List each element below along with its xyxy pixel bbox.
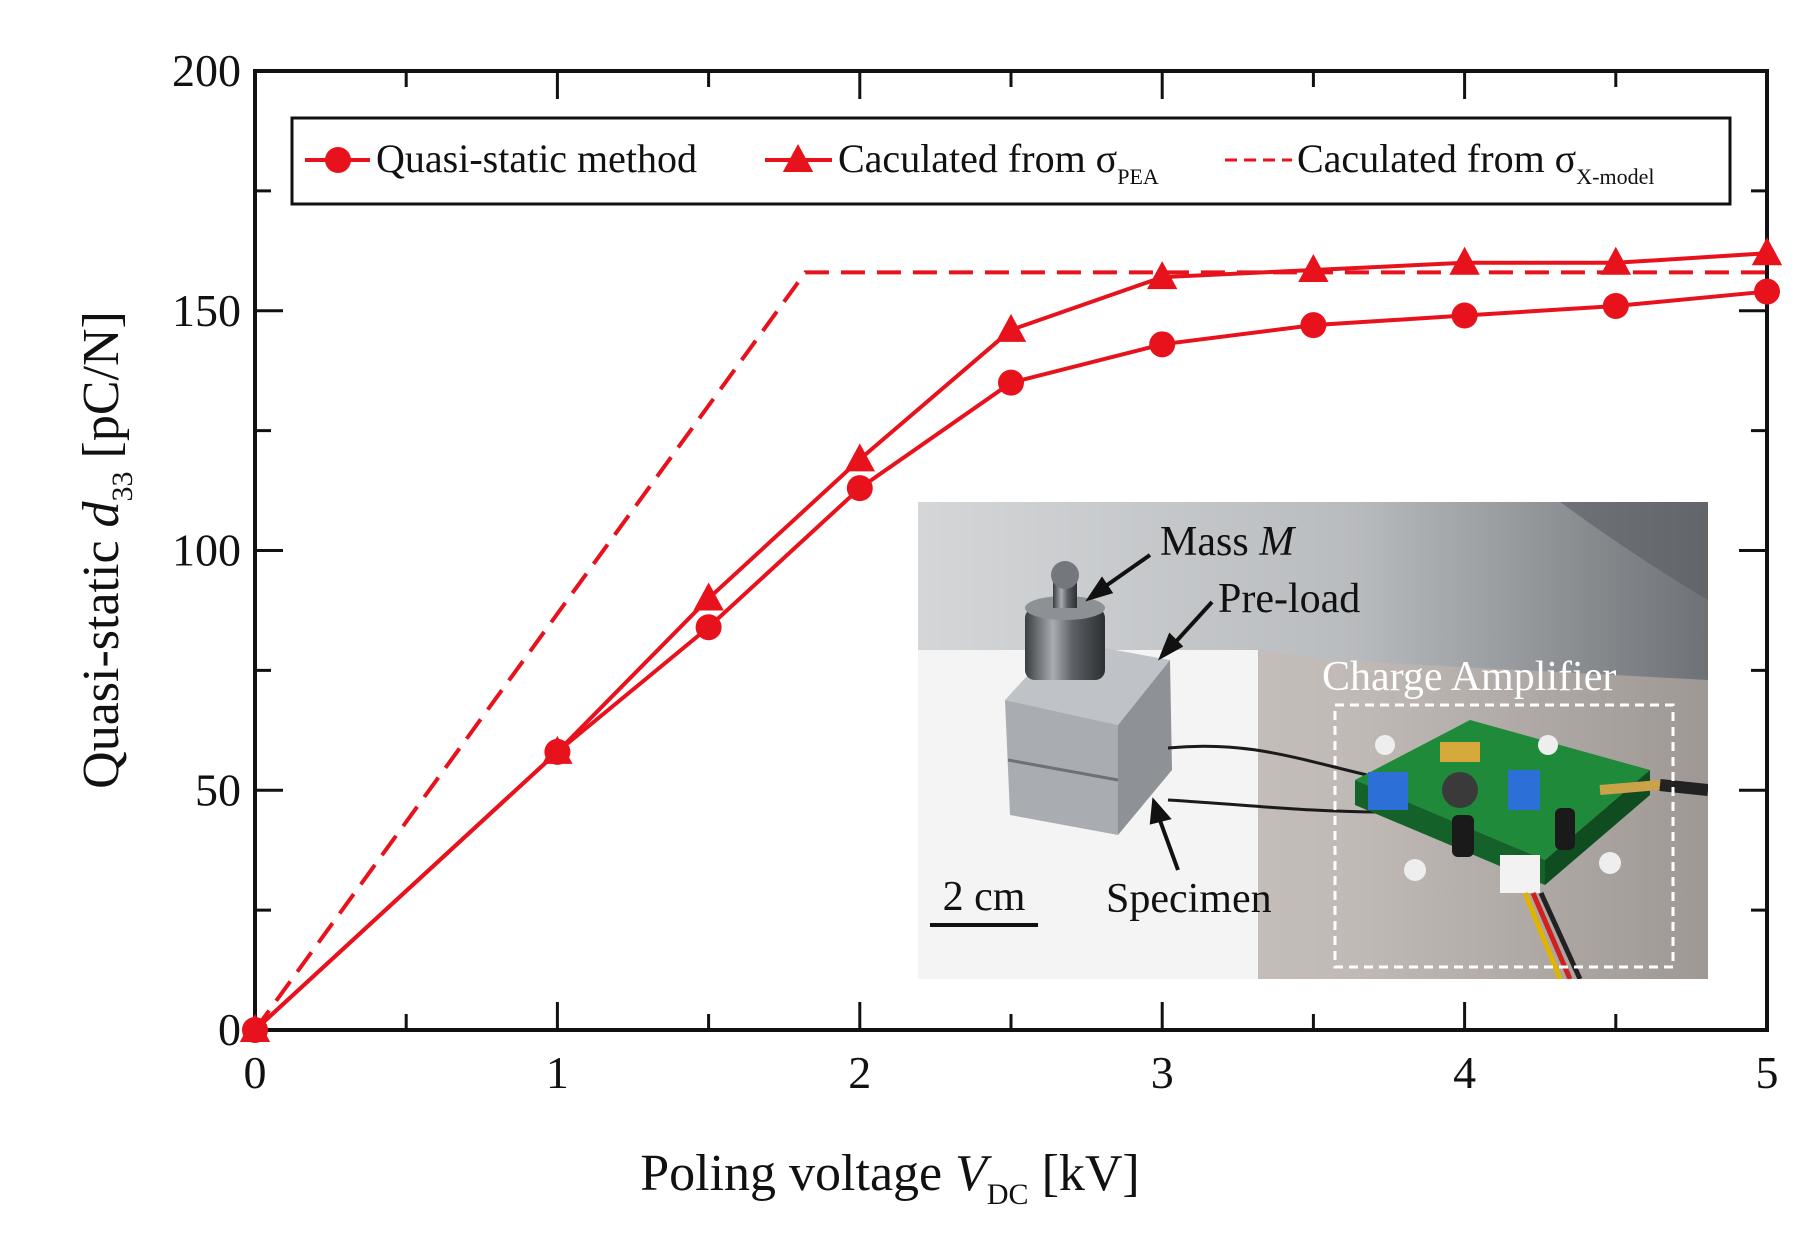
data-point (1449, 246, 1480, 275)
legend: Quasi-static method Caculated from σPEA … (290, 116, 1732, 206)
inset-label-preload: Pre-load (1218, 576, 1360, 622)
data-point (695, 614, 722, 641)
inset-label-charge-amplifier: Charge Amplifier (1322, 654, 1616, 700)
data-point (998, 369, 1024, 396)
series-0 (242, 278, 1780, 1043)
x-tick-label: 4 (1453, 1047, 1476, 1098)
legend-label-quasi-static: Quasi-static method (376, 136, 697, 181)
x-axis-label: Poling voltage VDC [kV] (640, 1145, 1140, 1211)
inset-label-scale: 2 cm (943, 874, 1026, 920)
data-point (844, 443, 875, 472)
inset-label-specimen: Specimen (1106, 876, 1272, 922)
x-tick-label: 3 (1151, 1047, 1174, 1098)
x-tick-label: 5 (1756, 1047, 1779, 1098)
data-point (1300, 312, 1327, 339)
legend-label-pea: Caculated from σPEA (838, 136, 1159, 189)
inset-photo: Mass M Pre-load Charge Amplifier Specime… (918, 502, 1708, 979)
y-tick-label: 150 (172, 285, 241, 336)
axis-ticks (253, 69, 1769, 1032)
data-point (693, 582, 724, 611)
charge-amplifier-board (1355, 720, 1708, 979)
y-tick-label: 100 (172, 525, 241, 576)
x-tick-label: 0 (244, 1047, 267, 1098)
series-line-1 (253, 251, 1768, 1032)
data-point (1602, 292, 1629, 319)
y-tick-label: 200 (172, 45, 241, 96)
y-axis-label: Quasi-static d33 [pC/N] (73, 311, 139, 789)
y-tick-label: 0 (218, 1004, 241, 1055)
amplifier-highlight-box (1333, 703, 1675, 969)
legend-box (290, 116, 1732, 206)
series-2 (253, 270, 1767, 1032)
y-tick-label: 50 (195, 764, 241, 815)
legend-label-x-model: Caculated from σX-model (1297, 136, 1654, 189)
data-point (1600, 246, 1631, 275)
data-point (1149, 331, 1176, 358)
x-tick-label: 2 (848, 1047, 871, 1098)
data-point (1754, 278, 1780, 305)
data-point (1751, 237, 1783, 266)
inset-label-mass: Mass M (1160, 519, 1296, 565)
data-point (995, 313, 1027, 342)
legend-markers (305, 144, 1292, 173)
data-point (846, 475, 873, 502)
data-point (542, 735, 573, 764)
data-point (1451, 302, 1478, 329)
series-line-0 (253, 289, 1768, 1032)
series-layer (239, 237, 1783, 1043)
legend-marker-circle (325, 147, 351, 173)
data-point (1298, 253, 1329, 282)
x-tick-label: 1 (546, 1047, 569, 1098)
data-point (1147, 261, 1178, 290)
inset-arrows (1085, 553, 1214, 871)
legend-marker-triangle (782, 144, 814, 172)
series-1 (239, 237, 1783, 1042)
series-line-2 (253, 270, 1767, 1032)
mass-weight (1025, 561, 1105, 680)
